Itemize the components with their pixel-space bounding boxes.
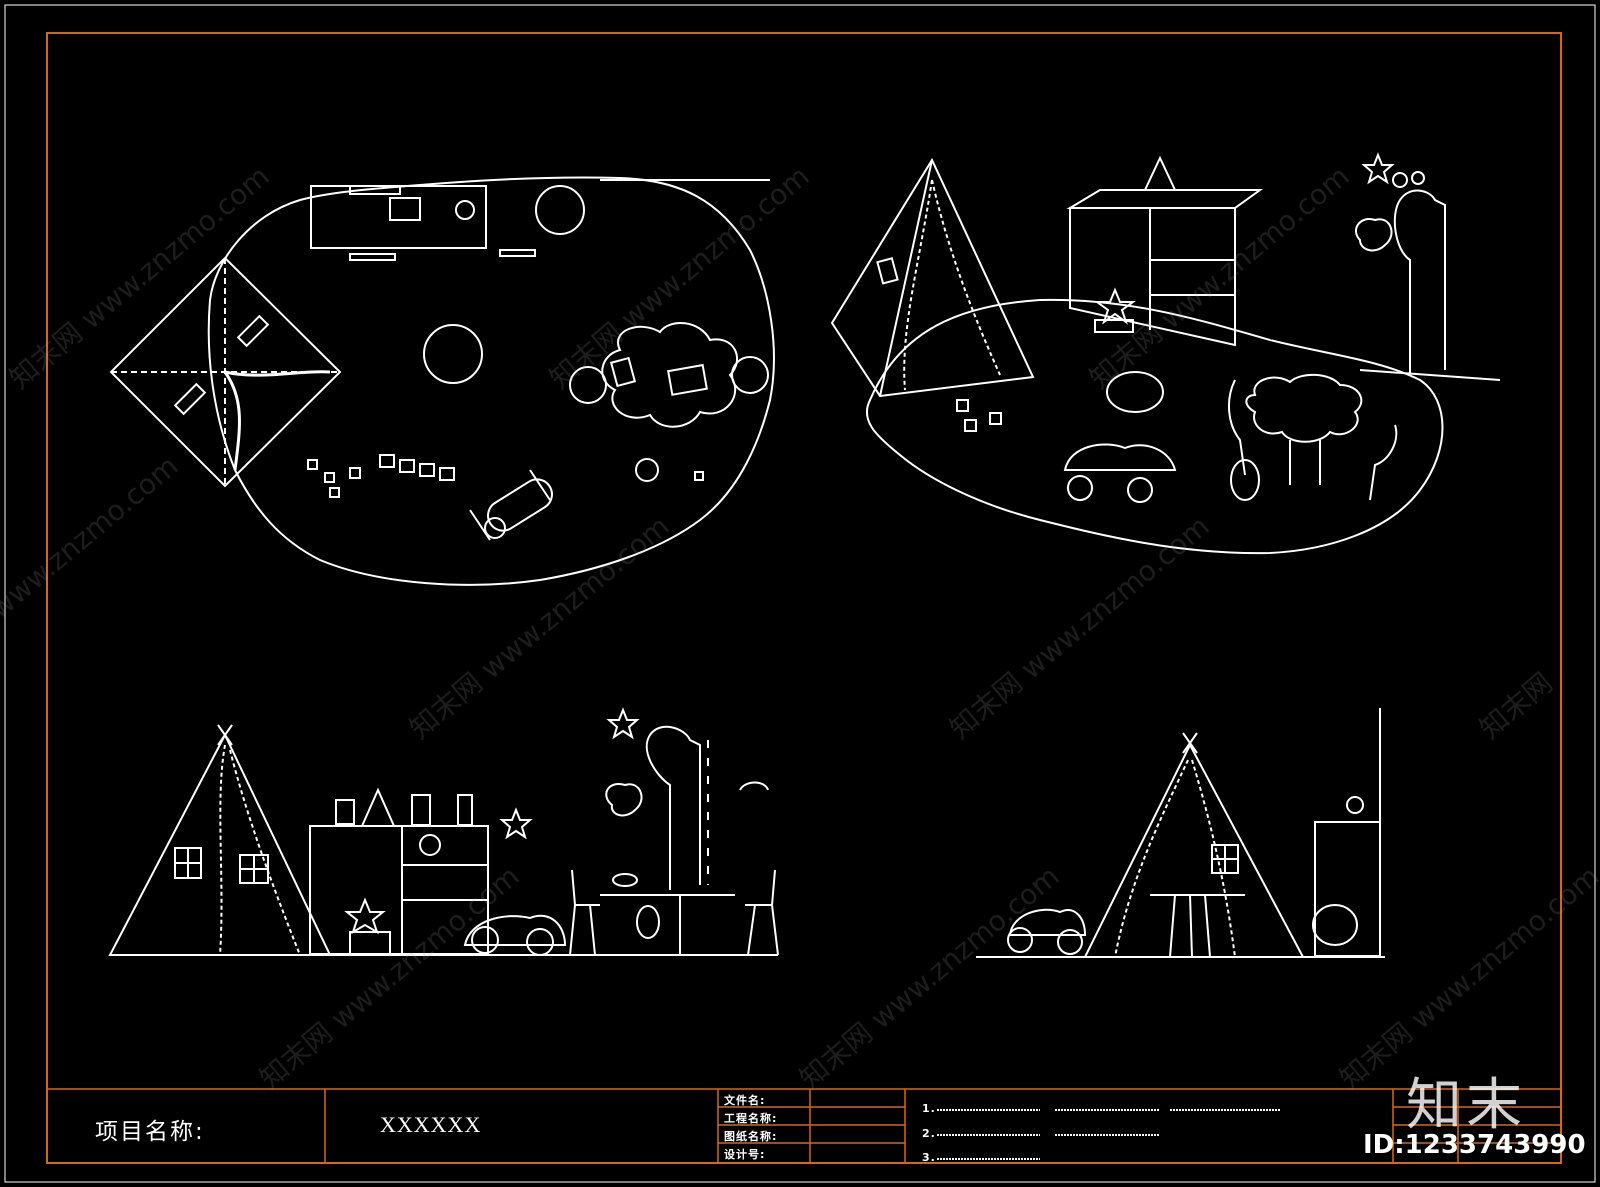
perspective-giraffe-decal bbox=[1355, 171, 1446, 375]
perspective-car bbox=[1063, 443, 1177, 503]
perspective-pouf bbox=[1106, 371, 1164, 413]
file-name-label: 文件名: bbox=[724, 1094, 766, 1107]
watermark-logo: 知末 bbox=[1406, 1073, 1526, 1138]
plan-blocks bbox=[307, 454, 455, 498]
plan-rug-outline bbox=[207, 176, 775, 586]
side-elevation bbox=[976, 708, 1385, 958]
plan-tent bbox=[109, 256, 342, 488]
title-block-note-lines bbox=[937, 1109, 1280, 1160]
plan-view bbox=[109, 176, 775, 586]
plan-cloud-table bbox=[601, 321, 739, 428]
svg-text:知末网 www.znzmo.com: 知末网 www.znzmo.com bbox=[403, 509, 675, 745]
drawing-frame bbox=[46, 32, 1562, 1164]
watermark-id: ID:1233743990 bbox=[1363, 1130, 1586, 1160]
plan-round-rug bbox=[423, 324, 483, 384]
front-elevation bbox=[108, 707, 779, 956]
perspective-cloud-table bbox=[1245, 373, 1363, 443]
drawing-name-label: 图纸名称: bbox=[724, 1130, 778, 1143]
title-block bbox=[47, 1088, 1561, 1163]
plan-ball bbox=[535, 185, 585, 235]
note-row-2: 2. bbox=[922, 1127, 936, 1140]
front-giraffe-decal bbox=[605, 725, 709, 890]
note-row-3: 3. bbox=[922, 1151, 936, 1164]
perspective-tent bbox=[830, 157, 1035, 398]
svg-text:知末网: 知末网 bbox=[1473, 666, 1559, 745]
designer-label: 设计号: bbox=[724, 1148, 766, 1161]
svg-text:www.znzmo.com: www.znzmo.com bbox=[0, 449, 184, 625]
side-cabinet bbox=[1314, 821, 1381, 957]
svg-text:知末网 www.znzmo.com: 知末网 www.znzmo.com bbox=[253, 859, 525, 1095]
svg-text:知末网 www.znzmo.com: 知末网 www.znzmo.com bbox=[943, 509, 1215, 745]
svg-text:知末网 www.znzmo.com: 知末网 www.znzmo.com bbox=[1083, 159, 1355, 395]
front-cabinet bbox=[309, 787, 489, 955]
side-tent bbox=[1083, 742, 1305, 958]
plan-ride-on-toy bbox=[469, 469, 553, 541]
project-name-value: XXXXXX bbox=[380, 1112, 482, 1137]
front-car bbox=[463, 915, 567, 956]
svg-text:知末网 www.znzmo.com: 知末网 www.znzmo.com bbox=[3, 159, 275, 395]
project-title-label: 工程名称: bbox=[724, 1112, 778, 1125]
project-name-label: 项目名称: bbox=[95, 1119, 205, 1145]
svg-text:知末网 www.znzmo.com: 知末网 www.znzmo.com bbox=[793, 859, 1065, 1095]
note-row-1: 1. bbox=[922, 1102, 936, 1115]
perspective-cabinet bbox=[1066, 155, 1264, 347]
front-table-and-chairs bbox=[569, 869, 779, 956]
outer-border bbox=[4, 4, 1596, 1183]
perspective-view bbox=[830, 152, 1501, 555]
perspective-rug-outline bbox=[865, 298, 1444, 555]
side-car bbox=[1007, 908, 1087, 955]
